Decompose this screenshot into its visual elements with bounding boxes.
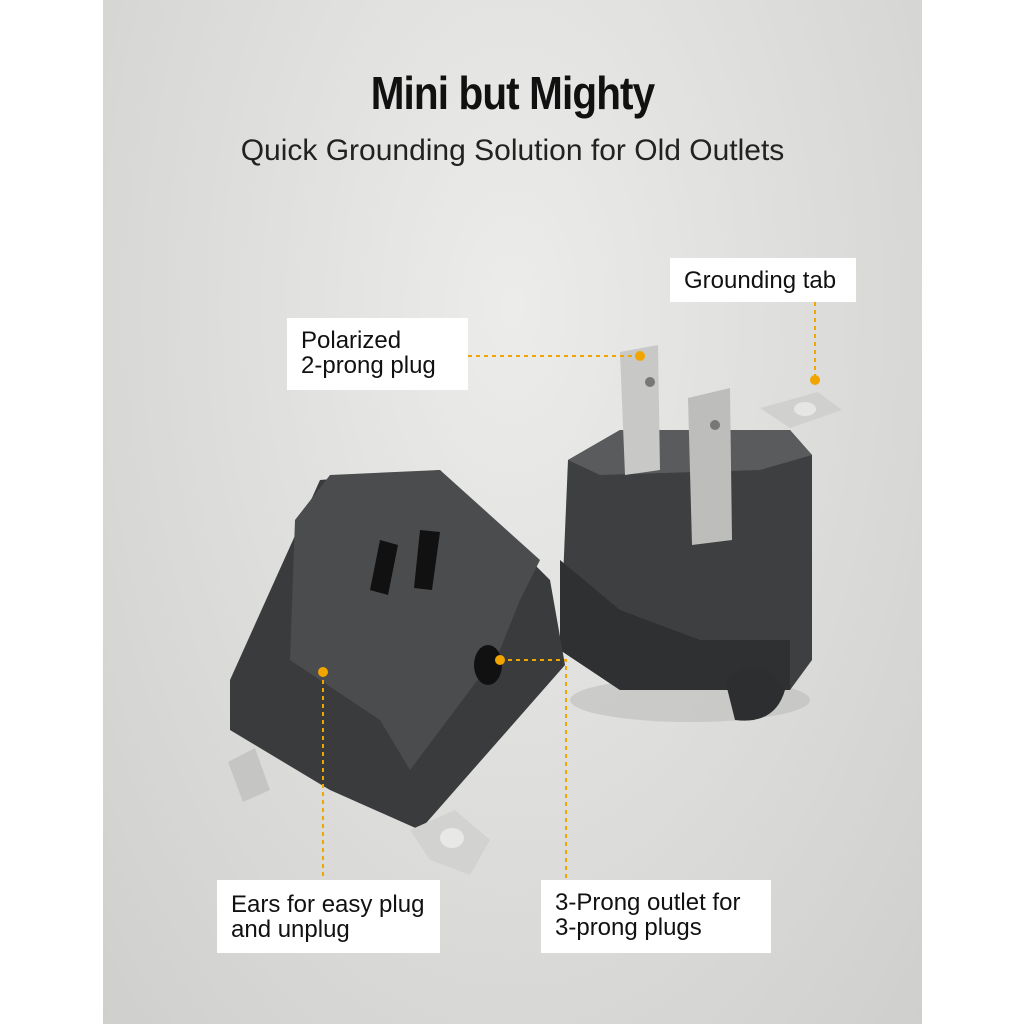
ear-tab: [725, 667, 785, 721]
slot: [370, 540, 398, 595]
page-title: Mini but Mighty: [370, 67, 655, 119]
callout-text: 3-prong plugs: [555, 914, 702, 941]
callout-grounding-tab: Grounding tab: [670, 258, 856, 302]
prong: [620, 345, 660, 475]
callout-text: Ears for easy plug: [231, 891, 425, 918]
ear: [228, 748, 270, 802]
right-adapter: [560, 345, 842, 722]
callout-text: 2-prong plug: [301, 352, 436, 379]
callout-text: Grounding tab: [684, 267, 837, 294]
callout-lines: [322, 302, 816, 880]
ground-hole: [474, 645, 502, 685]
slot: [414, 530, 440, 590]
page-subtitle: Quick Grounding Solution for Old Outlets: [240, 134, 785, 167]
callout-dots: [318, 351, 820, 677]
callout-text: and unplug: [231, 916, 350, 943]
prong: [688, 388, 732, 545]
callout-text: 3-Prong outlet for: [555, 889, 741, 916]
left-adapter: [228, 470, 565, 875]
callout-text: Polarized: [301, 327, 402, 354]
